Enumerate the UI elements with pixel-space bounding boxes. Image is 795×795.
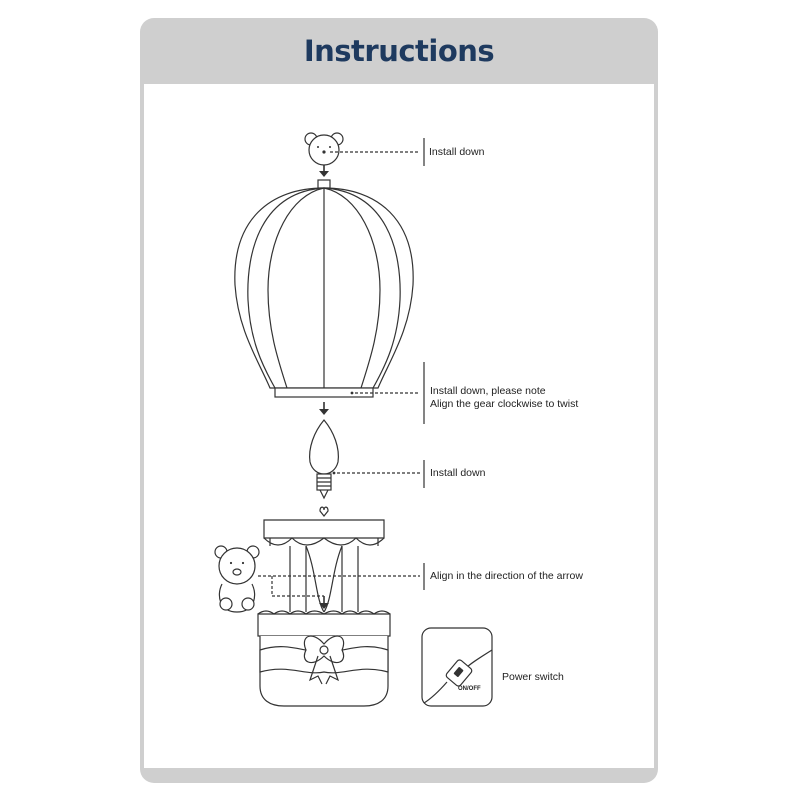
- callout-basket: Align in the direction of the arrow: [430, 570, 583, 582]
- candle-bulb-icon: [309, 419, 339, 500]
- callout-power-switch: Power switch: [502, 671, 564, 683]
- callout-balloon-line1: Install down, please note: [430, 385, 546, 397]
- callout-bulb: Install down: [430, 467, 486, 479]
- balloon-shade-icon: [234, 179, 414, 398]
- power-switch-icon: [421, 627, 493, 707]
- callout-balloon-line2: Align the gear clockwise to twist: [430, 398, 579, 410]
- switch-onoff-label: ON/OFF: [458, 686, 481, 692]
- diagram-panel: [144, 84, 654, 768]
- bear-topper-icon: [304, 132, 344, 166]
- carousel-canopy-icon: [263, 506, 385, 613]
- instructions-card: Instructions: [140, 18, 658, 783]
- header-bar: Instructions: [140, 18, 658, 84]
- page-title: Instructions: [303, 34, 495, 68]
- callout-bear-topper: Install down: [429, 146, 485, 158]
- basket-body-icon: [257, 610, 391, 707]
- sitting-bear-icon: [214, 545, 260, 613]
